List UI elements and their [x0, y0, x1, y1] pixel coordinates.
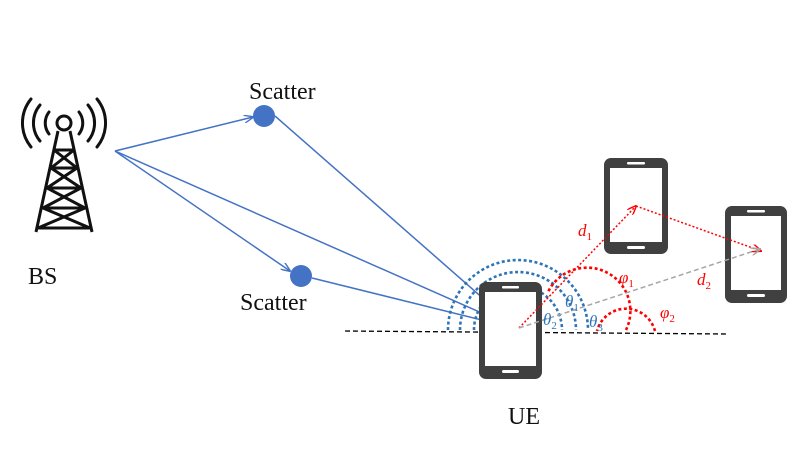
path-bs-to-scatter-top	[114, 117, 253, 152]
d2-label: d2	[697, 270, 711, 292]
aoa-arcs	[446, 258, 590, 331]
ue-phone-icon	[479, 282, 542, 379]
ue-label: UE	[508, 404, 540, 430]
phi1-label: φ1	[619, 268, 634, 290]
phi2-label: φ2	[660, 303, 675, 325]
scatter-top-node	[253, 105, 275, 127]
path-ue-to-phone2	[518, 249, 760, 329]
path-scatter-top-to-ue	[274, 115, 518, 329]
d1-label: d1	[578, 221, 592, 243]
theta3-label: θ3	[589, 312, 603, 334]
propagation-paths	[114, 115, 518, 329]
scatter-bottom-node	[290, 265, 312, 287]
base-station-icon	[21, 97, 107, 233]
path-ue-to-phone1	[518, 206, 636, 329]
theta1-label: θ1	[565, 292, 579, 314]
bs-label: BS	[28, 264, 57, 290]
scatter-bottom-label: Scatter	[240, 290, 307, 316]
scatter-top-label: Scatter	[249, 79, 316, 105]
target-phone-2-icon	[725, 206, 787, 303]
aod-arcs	[546, 266, 657, 332]
path-bs-to-ue	[114, 150, 518, 329]
path-bs-to-scatter-bottom	[114, 150, 290, 271]
theta2-label: θ2	[543, 310, 557, 332]
